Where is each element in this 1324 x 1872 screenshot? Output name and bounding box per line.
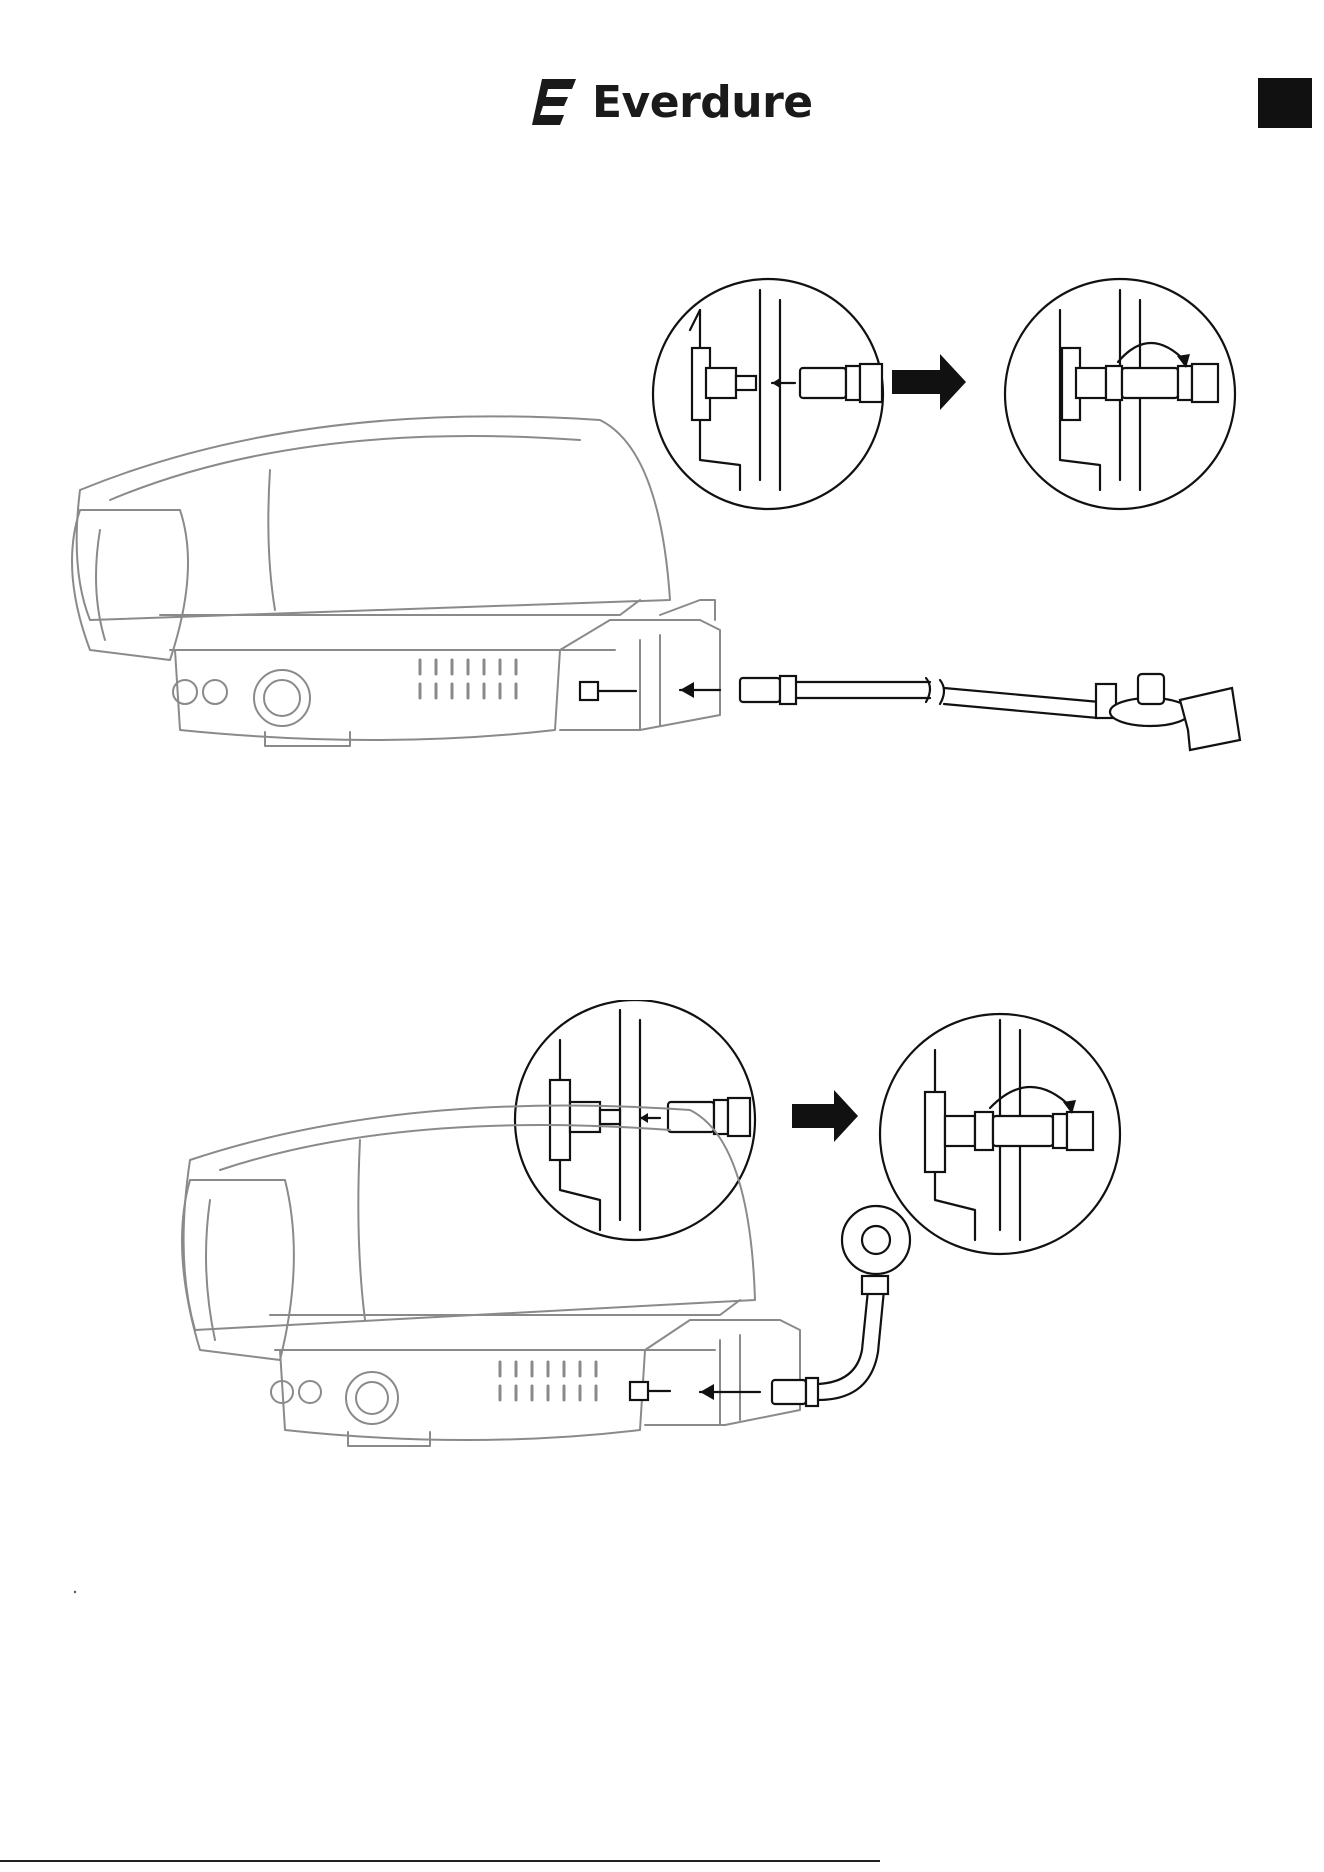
figure-bottom-adapter-connection — [0, 1000, 1324, 1720]
figure-top-regulator-connection — [0, 270, 1324, 950]
push-arrow-icon — [700, 1384, 714, 1400]
grill-body-illustration — [72, 416, 720, 746]
gas-adapter-icon — [630, 1206, 910, 1406]
next-step-arrow-icon — [792, 1090, 858, 1142]
footer-divider — [0, 1860, 880, 1862]
everdure-e-logo-icon — [528, 75, 580, 129]
gas-regulator-icon — [580, 674, 1240, 750]
brand-name: Everdure — [592, 77, 813, 128]
detail-circle-rotate-fitting — [1005, 279, 1235, 509]
next-step-arrow-icon — [892, 354, 966, 410]
detail-circle-push-fitting — [515, 1000, 755, 1240]
push-arrow-icon — [680, 682, 694, 698]
detail-circle-push-fitting — [653, 279, 883, 509]
page-section-tab — [1258, 78, 1312, 128]
detail-circle-rotate-fitting — [880, 1014, 1120, 1254]
brand-logo: Everdure — [528, 72, 813, 132]
